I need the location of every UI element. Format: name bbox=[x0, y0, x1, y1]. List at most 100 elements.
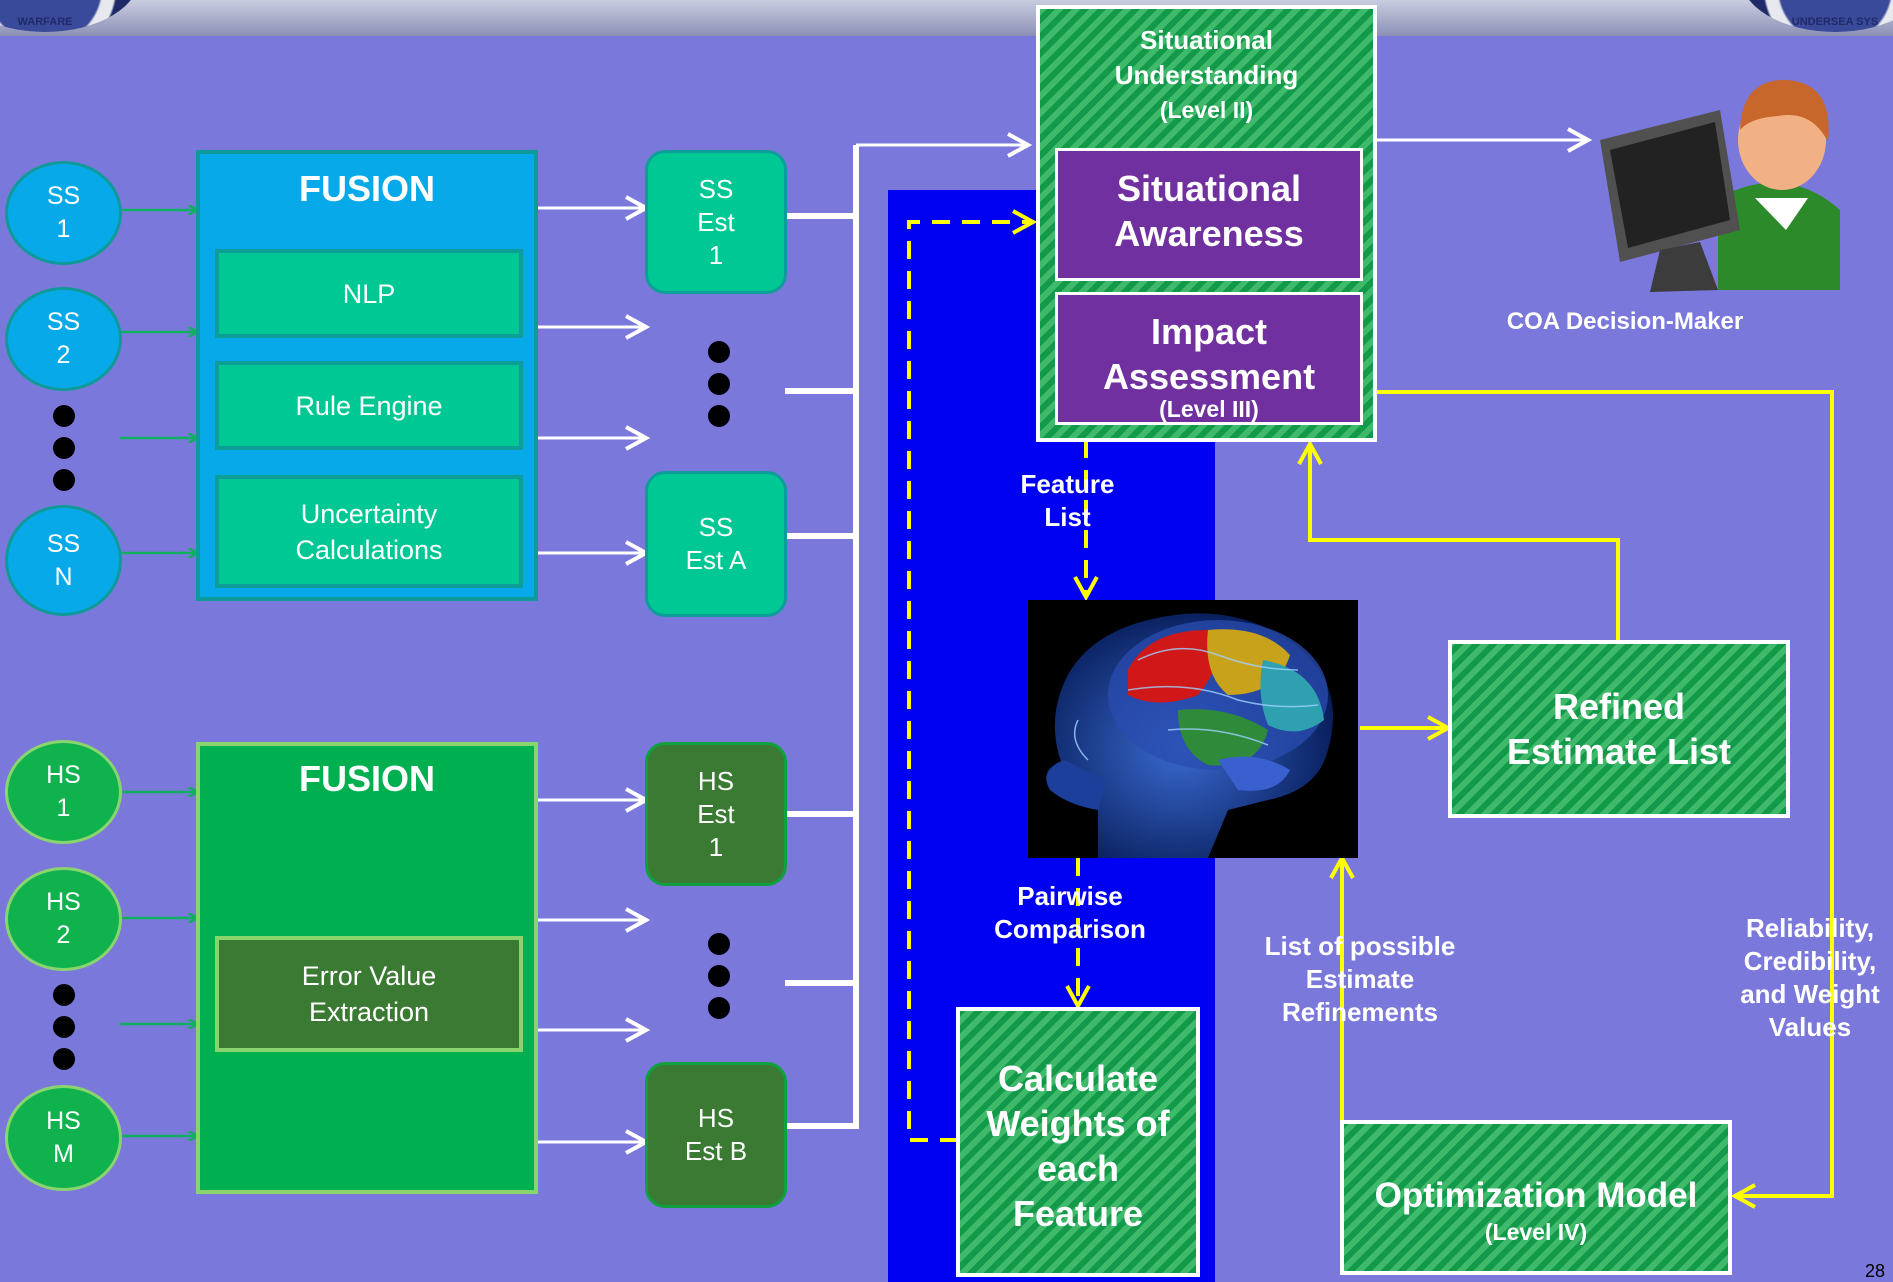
refined-line-2: Estimate List bbox=[1506, 731, 1732, 772]
ss-node-label: SS bbox=[46, 529, 81, 558]
hs-node-label: HS bbox=[46, 761, 81, 789]
feature-list-line-2: List bbox=[1044, 502, 1091, 532]
refined-line-1: Refined bbox=[1552, 686, 1685, 727]
impact-level: (Level III) bbox=[1159, 396, 1259, 422]
ss-node-index: 1 bbox=[56, 215, 71, 243]
refinements-line-2: Estimate bbox=[1305, 964, 1415, 994]
estimate-line: Est bbox=[697, 206, 735, 237]
ss-ellipsis-dots bbox=[53, 405, 75, 501]
feature-list-line-1: Feature bbox=[1020, 469, 1115, 499]
rule-engine-label: Rule Engine bbox=[295, 390, 443, 421]
pairwise-line-1: Pairwise bbox=[1017, 881, 1123, 911]
impact-to-optimization bbox=[1375, 390, 1834, 1196]
left-emblem-logo: WARFARE bbox=[0, 0, 140, 32]
awareness-line-1: Situational bbox=[1116, 168, 1301, 209]
error-value-label-2: Extraction bbox=[308, 997, 430, 1027]
impact-line-1: Impact bbox=[1150, 311, 1268, 352]
refinements-line-1: List of possible bbox=[1264, 931, 1456, 961]
ss-node-index: 2 bbox=[56, 341, 71, 369]
refinements-line-3: Refinements bbox=[1281, 997, 1439, 1027]
decision-maker-label: COA Decision-Maker bbox=[1506, 308, 1744, 335]
nlp-label: NLP bbox=[342, 278, 396, 309]
reliability-line-1: Reliability, bbox=[1745, 913, 1875, 943]
estimate-line: SS bbox=[698, 512, 734, 542]
estimate-line: Est bbox=[697, 798, 735, 829]
hs-ellipsis-dots bbox=[53, 984, 75, 1080]
su-level: (Level II) bbox=[1159, 97, 1254, 123]
optimization-level: (Level IV) bbox=[1484, 1219, 1588, 1245]
ss-node-2: SS 2 bbox=[5, 287, 122, 391]
ss-node-1: SS 1 bbox=[5, 161, 122, 265]
calculate-weights-block: Calculate Weights of each Feature bbox=[956, 1007, 1200, 1277]
weights-line-2: Weights of bbox=[986, 1103, 1170, 1144]
hs-node-label: HS bbox=[46, 1107, 81, 1135]
reliability-label: Reliability, Credibility, and Weight Val… bbox=[1725, 912, 1893, 1044]
estimate-line: HS bbox=[697, 765, 735, 796]
estimate-line: Est B bbox=[684, 1136, 748, 1166]
ss-node-label: SS bbox=[46, 308, 81, 336]
feature-list-label: Feature List bbox=[985, 468, 1150, 534]
hs-estimate-ellipsis bbox=[708, 933, 730, 1029]
brain-image bbox=[1028, 600, 1358, 858]
hs-node-1: HS 1 bbox=[5, 740, 122, 844]
reliability-line-4: Values bbox=[1768, 1012, 1852, 1042]
hs-node-index: M bbox=[53, 1140, 74, 1168]
pairwise-comparison-label: Pairwise Comparison bbox=[960, 880, 1180, 946]
nlp-module: NLP bbox=[215, 249, 523, 338]
ss-node-label: SS bbox=[46, 182, 81, 210]
refined-estimate-list-block: Refined Estimate List bbox=[1448, 640, 1790, 818]
refined-to-impact bbox=[1310, 444, 1620, 640]
awareness-line-2: Awareness bbox=[1114, 213, 1304, 254]
hs-node-index: 2 bbox=[56, 921, 71, 949]
reliability-line-2: Credibility, bbox=[1743, 946, 1877, 976]
estimate-line: HS bbox=[697, 1103, 735, 1133]
estimate-line: SS bbox=[698, 173, 734, 204]
hs-node-m: HS M bbox=[5, 1085, 122, 1191]
situational-understanding-title: Situational Understanding (Level II) bbox=[1040, 23, 1373, 128]
hs-node-index: 1 bbox=[56, 794, 71, 822]
impact-line-2: Assessment bbox=[1102, 356, 1316, 397]
left-emblem-text: WARFARE bbox=[17, 16, 73, 28]
slide-number: 28 bbox=[1864, 1261, 1885, 1281]
right-emblem-logo: UNDERSEA SYS bbox=[1740, 0, 1893, 32]
brain-illustration bbox=[1046, 613, 1333, 858]
reliability-line-3: and Weight bbox=[1740, 979, 1880, 1009]
hs-node-2: HS 2 bbox=[5, 867, 122, 971]
error-value-label-1: Error Value bbox=[301, 961, 437, 991]
optimization-model-block: Optimization Model (Level IV) bbox=[1340, 1120, 1732, 1275]
estimate-line: 1 bbox=[708, 239, 724, 270]
right-emblem-text: UNDERSEA SYS bbox=[1791, 16, 1879, 28]
slide-header-bar bbox=[0, 0, 1893, 36]
pairwise-line-2: Comparison bbox=[994, 914, 1146, 944]
ss-node-n: SS N bbox=[5, 505, 122, 616]
weights-line-1: Calculate bbox=[997, 1058, 1159, 1099]
soft-fusion-title: FUSION bbox=[298, 168, 435, 209]
su-title-line-1: Situational bbox=[1140, 25, 1273, 55]
weights-line-4: Feature bbox=[1012, 1193, 1144, 1234]
impact-assessment-box: Impact Assessment (Level III) bbox=[1055, 292, 1363, 425]
uncertainty-label-2: Calculations bbox=[295, 534, 443, 565]
situational-awareness-box: Situational Awareness bbox=[1055, 148, 1363, 281]
ss-node-index: N bbox=[54, 562, 73, 591]
hard-fusion-title: FUSION bbox=[298, 758, 435, 799]
ss-estimate-ellipsis bbox=[708, 341, 730, 437]
su-title-line-2: Understanding bbox=[1114, 60, 1299, 90]
decision-maker-person-icon bbox=[1600, 79, 1840, 292]
estimate-line: Est A bbox=[685, 545, 747, 575]
weights-line-3: each bbox=[1036, 1148, 1120, 1189]
rule-engine-module: Rule Engine bbox=[215, 361, 523, 450]
optimization-title: Optimization Model bbox=[1374, 1176, 1698, 1215]
weights-feedback-dashed bbox=[907, 222, 1033, 1142]
estimate-line: 1 bbox=[708, 831, 724, 862]
hs-node-label: HS bbox=[46, 888, 81, 916]
uncertainty-label-1: Uncertainty bbox=[300, 498, 438, 529]
